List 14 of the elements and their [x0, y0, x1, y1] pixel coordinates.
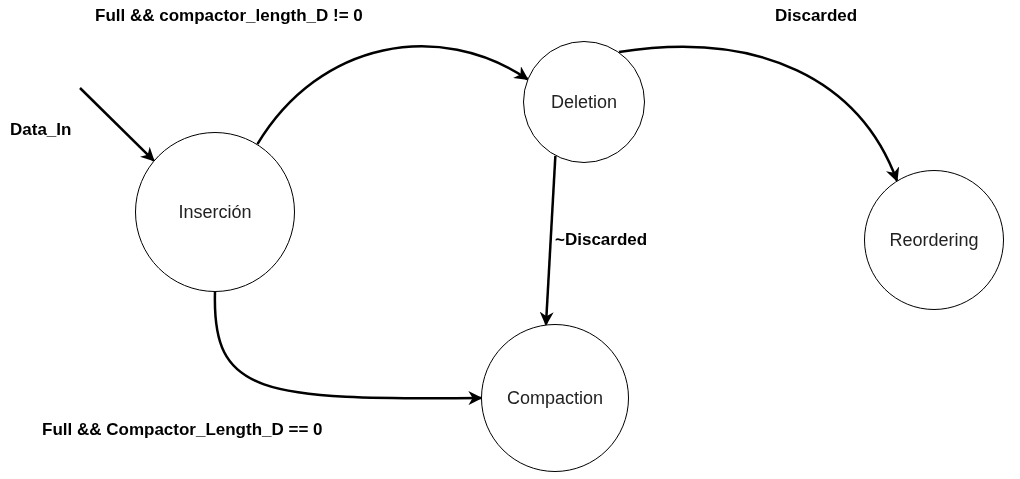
- edge-label: Data_In: [10, 120, 72, 140]
- arrow: [539, 155, 557, 326]
- arrow: [79, 87, 155, 162]
- edge-label: ~Discarded: [555, 230, 648, 250]
- edge-label: Discarded: [775, 6, 858, 26]
- arrow: [256, 45, 529, 145]
- state-label: Deletion: [550, 91, 617, 113]
- state-label: Compaction: [506, 387, 603, 409]
- state-label: Reordering: [889, 229, 979, 251]
- edge-label: Full && Compactor_Length_D == 0: [42, 420, 323, 440]
- arrow: [213, 291, 483, 406]
- arrow: [618, 45, 899, 182]
- edge-label: Full && compactor_length_D != 0: [95, 6, 363, 26]
- state-label: Inserción: [178, 201, 252, 223]
